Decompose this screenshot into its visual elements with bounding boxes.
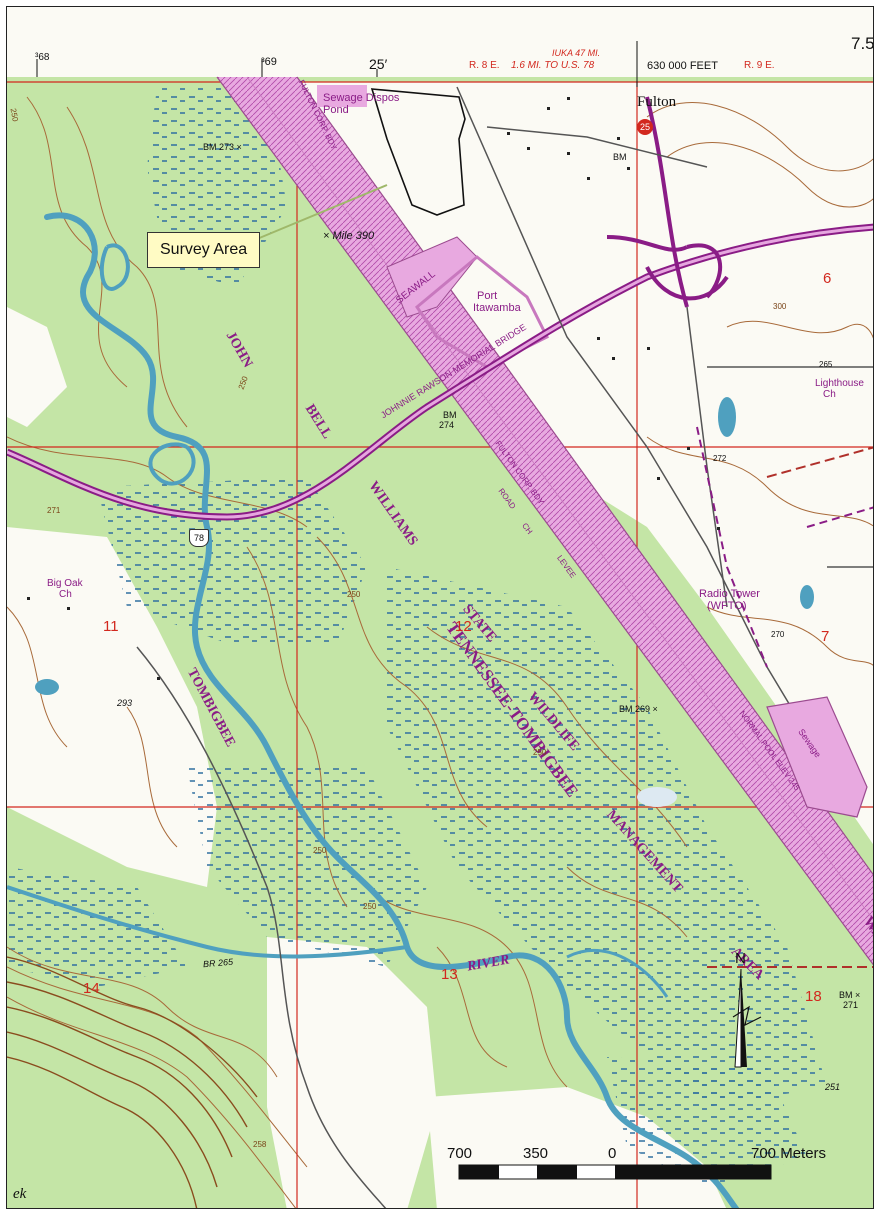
road-note-iuka: IUKA 47 MI. — [552, 48, 601, 58]
section-grid — [7, 81, 873, 1208]
clearing-west — [7, 527, 217, 887]
map-frame: 7.5 ³68 ³69 25′ IUKA 47 MI. R. 8 E. 1.6 … — [6, 6, 874, 1209]
section-number: 12 — [455, 618, 472, 635]
pond — [637, 787, 677, 807]
survey-area-boundary[interactable] — [370, 88, 466, 216]
port-outline — [415, 255, 550, 369]
elevation-label: 293 — [117, 698, 133, 708]
section-number: 13 — [441, 966, 458, 983]
road-note-us78: 1.6 MI. TO U.S. 78 — [511, 60, 595, 71]
roads — [136, 86, 873, 1208]
port-basin — [386, 236, 478, 318]
marsh-southeast — [607, 1057, 807, 1187]
elevation-label: 300 — [773, 302, 787, 311]
port-label-2: Itawamba — [473, 302, 521, 314]
hill-contours — [7, 956, 258, 1208]
benchmark-271: BM × — [839, 990, 861, 1000]
marsh-central — [97, 477, 367, 647]
elevation-label: 250 — [8, 107, 20, 123]
river-east-branch — [566, 949, 669, 998]
elevation-label: 270 — [771, 630, 785, 639]
scale-segment — [459, 1165, 499, 1179]
interchange — [606, 96, 729, 308]
pond — [35, 679, 59, 695]
route-25-shield-icon: 25 — [637, 119, 653, 135]
minute-tick-25: 25′ — [369, 56, 388, 72]
sewage-pond-label: Sewage Dispos — [323, 92, 400, 104]
elevation-label: 250 — [313, 846, 327, 855]
radio-tower-label: Radio Tower — [699, 588, 760, 600]
marsh-east — [387, 567, 827, 1107]
north-arrow — [732, 968, 762, 1068]
scale-segment — [615, 1165, 771, 1179]
scale-label-700-meters: 700 Meters — [751, 1145, 827, 1162]
red-dashed-roads — [707, 446, 873, 968]
benchmark-273: BM 273 × — [203, 142, 242, 152]
highway-78-inner — [7, 225, 873, 519]
elevation-label: 250 — [347, 590, 361, 599]
sewage-pond — [317, 85, 367, 107]
clearing-south — [267, 937, 437, 1208]
port-label: Port — [477, 290, 498, 302]
benchmark-269: BM 269 × — [619, 704, 658, 714]
quad-corner-label: 7.5 — [851, 34, 874, 53]
benchmark-274-value: 274 — [439, 420, 455, 430]
survey-area-callout: Survey Area — [147, 232, 261, 268]
callout-leader — [256, 184, 388, 240]
town-label: Fulton — [637, 94, 677, 110]
marsh-southwest — [187, 767, 427, 967]
section-number: 7 — [821, 628, 830, 645]
section-number: 14 — [83, 980, 100, 997]
elevation-label: 258 — [253, 1140, 267, 1149]
benchmark-label: BM — [613, 152, 627, 162]
scale-segment — [537, 1165, 577, 1179]
tombigbee-river — [44, 212, 740, 1208]
pond — [800, 585, 814, 609]
scale-label-700-left: 700 — [447, 1145, 473, 1162]
waterway-channel — [216, 76, 873, 966]
elevation-label: 272 — [713, 454, 727, 463]
scale-label-0: 0 — [608, 1145, 617, 1162]
north-arrow-label: N — [735, 950, 746, 967]
radio-tower-label-2: (WFTO) — [707, 600, 747, 612]
buildings — [27, 97, 720, 680]
range-8e-label: R. 8 E. — [469, 60, 500, 71]
river-west-branch — [7, 885, 408, 959]
map-edge-label: ek — [13, 1186, 27, 1202]
elevation-label: 271 — [47, 506, 61, 515]
route-78-shield-icon: 78 — [189, 529, 209, 547]
scale-label-350: 350 — [523, 1145, 549, 1162]
elevation-label: 265 — [819, 360, 833, 369]
benchmark-271-value: 271 — [843, 1000, 859, 1010]
sewage-pond-label-2: Pond — [323, 104, 349, 116]
range-9e-label: R. 9 E. — [744, 60, 775, 71]
mile-390-label: × Mile 390 — [323, 230, 375, 242]
elevation-label: 250 — [533, 748, 547, 757]
section-number: 18 — [805, 988, 822, 1005]
scale-bar — [458, 1164, 772, 1180]
lighthouse-church-label: Lighthouse — [815, 378, 864, 389]
lighthouse-church-label-2: Ch — [823, 389, 836, 400]
benchmark-274: BM — [443, 410, 457, 420]
feet-label: 630 000 FEET — [647, 60, 718, 72]
elevation-label: 250 — [363, 902, 377, 911]
section-number: 11 — [103, 618, 119, 635]
easting-tick-368: ³68 — [35, 52, 50, 63]
sewage-disposal-area — [766, 696, 868, 818]
dashed-boundaries — [696, 426, 873, 668]
elevation-label: 251 — [825, 1082, 841, 1092]
easting-tick-369: ³69 — [261, 56, 277, 68]
section-number: 6 — [823, 270, 832, 287]
pond — [718, 397, 736, 437]
big-oak-church-label: Big Oak — [47, 578, 83, 589]
river-north-loop — [99, 243, 130, 291]
marsh-west — [7, 867, 187, 987]
margin-ticks — [36, 41, 638, 87]
big-oak-church-label-2: Ch — [59, 589, 72, 600]
clearing-northwest — [7, 307, 67, 427]
river-oxbow — [148, 442, 196, 486]
